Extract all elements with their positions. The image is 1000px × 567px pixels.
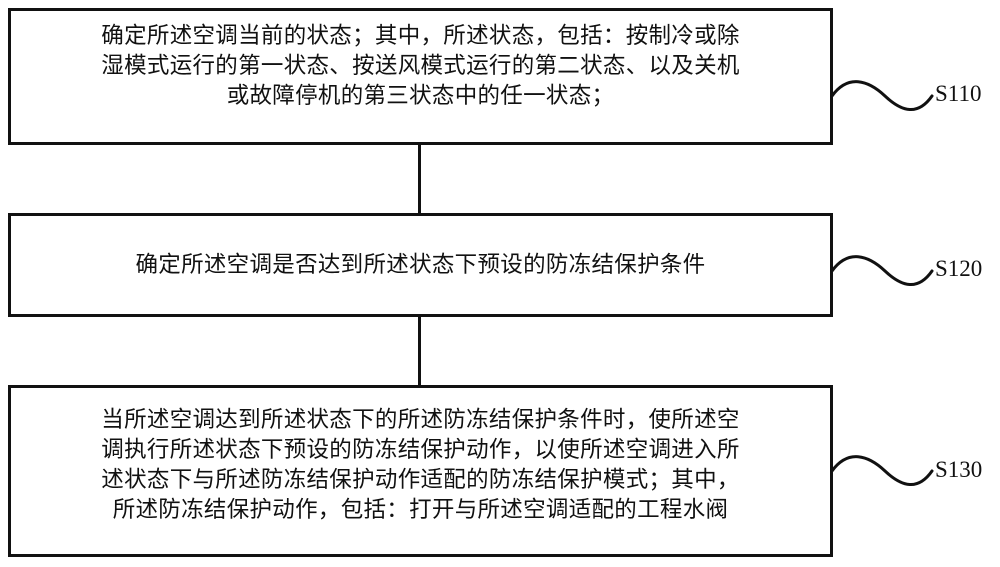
step-label-s130: S130 xyxy=(935,457,983,482)
leader-wave-s130 xyxy=(830,455,934,486)
connector-s120-to-s130 xyxy=(418,317,421,385)
step-label-s120: S120 xyxy=(935,256,983,281)
step-s120-line-1: 确定所述空调是否达到所述状态下预设的防冻结保护条件 xyxy=(135,252,706,278)
step-s130-line-2: 调执行所述状态下预设的防冻结保护动作，以使所述空调进入所 xyxy=(101,437,740,463)
step-text-s120: 确定所述空调是否达到所述状态下预设的防冻结保护条件 xyxy=(127,250,713,280)
step-s110-line-1: 确定所述空调当前的状态；其中，所述状态，包括：按制冷或除 xyxy=(101,22,740,49)
step-s110-line-2: 湿模式运行的第一状态、按送风模式运行的第二状态、以及关机 xyxy=(101,52,740,79)
step-s130-line-4: 所述防冻结保护动作，包括：打开与所述空调适配的工程水阀 xyxy=(112,497,729,523)
step-text-s130: 当所述空调达到所述状态下的所述防冻结保护条件时，使所述空 调执行所述状态下预设的… xyxy=(93,405,747,525)
step-box-s130: 当所述空调达到所述状态下的所述防冻结保护条件时，使所述空 调执行所述状态下预设的… xyxy=(8,385,833,557)
step-box-s120: 确定所述空调是否达到所述状态下预设的防冻结保护条件 xyxy=(8,213,833,317)
step-s130-line-3: 述状态下与所述防冻结保护动作适配的防冻结保护模式；其中， xyxy=(101,467,740,493)
connector-s110-to-s120 xyxy=(418,145,421,213)
step-box-s110: 确定所述空调当前的状态；其中，所述状态，包括：按制冷或除 湿模式运行的第一状态、… xyxy=(8,8,833,145)
leader-wave-s120 xyxy=(830,255,934,286)
step-label-s110: S110 xyxy=(935,81,982,106)
step-text-s110: 确定所述空调当前的状态；其中，所述状态，包括：按制冷或除 湿模式运行的第一状态、… xyxy=(93,21,747,111)
leader-wave-s110 xyxy=(830,80,934,111)
step-s110-line-3: 或故障停机的第三状态中的任一状态； xyxy=(226,82,615,109)
step-s130-line-1: 当所述空调达到所述状态下的所述防冻结保护条件时，使所述空 xyxy=(101,407,740,433)
